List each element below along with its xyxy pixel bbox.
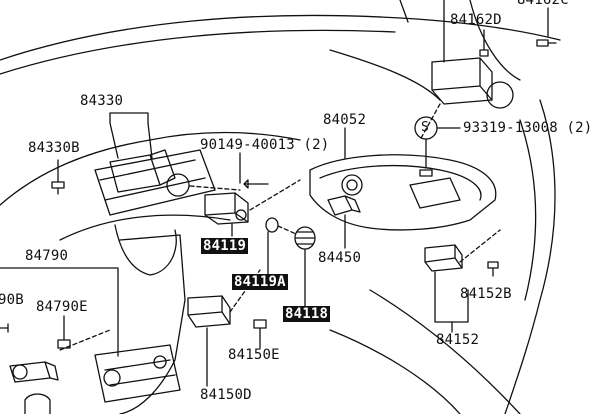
label-84119: 84119 bbox=[201, 238, 249, 254]
panel-84052-socket bbox=[341, 174, 363, 196]
left-pocket bbox=[114, 224, 177, 276]
phantom-84119A bbox=[277, 225, 297, 235]
screw-90149 bbox=[243, 179, 269, 189]
dashboard-contour-mid bbox=[59, 214, 231, 241]
console-outline bbox=[119, 234, 186, 414]
dashboard-right-edge bbox=[504, 99, 556, 414]
label-84152: 84152 bbox=[436, 332, 480, 348]
dashboard-bottom-right-2 bbox=[329, 329, 461, 414]
label-84150E: 84150E bbox=[228, 347, 280, 363]
knob-84118 bbox=[294, 226, 316, 250]
part-84790-lens bbox=[12, 364, 28, 380]
label-90B: 90B bbox=[0, 292, 24, 308]
bracket-84330 bbox=[109, 112, 153, 159]
console-knob-2 bbox=[153, 355, 167, 369]
bulb-84119A bbox=[265, 217, 279, 233]
clip-84152B bbox=[487, 261, 499, 277]
label-84118: 84118 bbox=[283, 306, 331, 322]
label-84152B: 84152B bbox=[460, 286, 512, 302]
label-84790E: 84790E bbox=[36, 299, 88, 315]
clip-84330B bbox=[51, 181, 65, 195]
label-84330: 84330 bbox=[80, 93, 124, 109]
phantom-84119 bbox=[249, 179, 301, 211]
dashboard-bottom-right bbox=[369, 289, 521, 414]
panel-84052-inner bbox=[319, 164, 482, 201]
switch-84150D bbox=[187, 295, 231, 328]
dashboard-top-edge bbox=[0, 14, 561, 61]
part-84790-switch bbox=[9, 361, 59, 383]
part-84450 bbox=[327, 195, 361, 216]
phantom-84330 bbox=[189, 185, 241, 191]
switch-84162D bbox=[431, 57, 493, 105]
top-right-panel bbox=[399, 0, 521, 81]
label-84119A: 84119A bbox=[232, 274, 288, 290]
screw-84162C bbox=[536, 39, 557, 47]
phantom-84152 bbox=[459, 229, 501, 263]
panel-84052-socket-inner bbox=[346, 179, 358, 191]
label-84162C: 84162C bbox=[517, 0, 569, 8]
panel-84052 bbox=[309, 154, 497, 231]
panel-84052-vent bbox=[409, 177, 461, 209]
phantom-84162D bbox=[419, 103, 441, 141]
label-93319: 93319-13008 (2) bbox=[463, 120, 593, 136]
clip-84150E bbox=[253, 319, 267, 341]
label-84450: 84450 bbox=[318, 250, 362, 266]
phantom-console bbox=[59, 329, 111, 351]
dashboard-right-sweep bbox=[329, 49, 441, 101]
console-knob bbox=[103, 369, 121, 387]
label-90149: 90149-40013 (2) bbox=[200, 137, 330, 153]
knob-84118-ribs bbox=[295, 231, 315, 245]
label-84150D: 84150D bbox=[200, 387, 252, 403]
part-84790-clip bbox=[57, 339, 71, 349]
s-mark: S bbox=[421, 120, 430, 135]
left-vent-frame bbox=[94, 149, 216, 216]
console-radio bbox=[94, 344, 181, 403]
switch-84330-knob bbox=[166, 173, 190, 197]
switch-84162D-knob bbox=[486, 81, 514, 109]
leader-84162D bbox=[443, 0, 485, 63]
bracket-84790 bbox=[0, 267, 119, 357]
label-84330B: 84330B bbox=[28, 140, 80, 156]
dashboard-right-edge-inner bbox=[519, 119, 537, 301]
switch-84119-lens bbox=[235, 209, 247, 221]
label-84052: 84052 bbox=[323, 112, 367, 128]
clip-84162D bbox=[479, 49, 489, 57]
lower-left-knob bbox=[24, 393, 51, 414]
label-84790: 84790 bbox=[25, 248, 69, 264]
part-84790-left-pin bbox=[0, 323, 9, 333]
label-84162D: 84162D bbox=[450, 12, 502, 28]
dashboard-top-edge-inner bbox=[0, 29, 396, 75]
switch-84152 bbox=[424, 244, 463, 272]
screw-93319 bbox=[419, 169, 433, 177]
